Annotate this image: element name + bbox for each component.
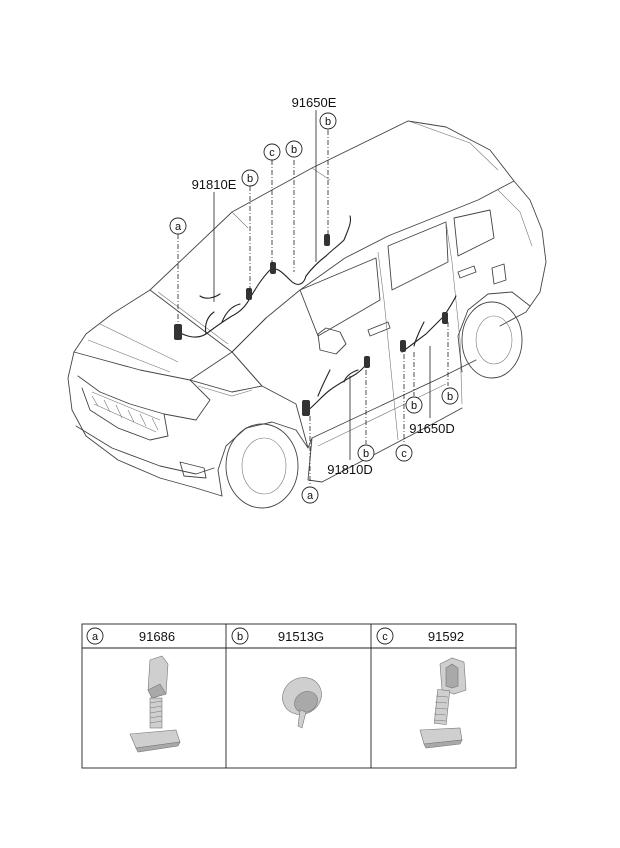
part-number-91592: 91592: [428, 629, 464, 644]
marker-c-2: c: [395, 444, 413, 462]
callout-91810E: 91810E: [192, 177, 237, 192]
callout-91810D: 91810D: [327, 462, 373, 477]
connector-a-front: [174, 324, 182, 340]
svg-text:b: b: [237, 631, 243, 643]
svg-text:c: c: [401, 448, 407, 460]
svg-text:b: b: [411, 400, 417, 412]
table-header-b: b 91513G: [231, 627, 324, 645]
marker-b-3: b: [319, 112, 337, 130]
grommet-91513G-illustration: [282, 677, 322, 729]
marker-b-6: b: [441, 387, 459, 405]
marker-c-1: c: [263, 143, 281, 161]
svg-text:b: b: [447, 391, 453, 403]
marker-a-top: a: [169, 217, 187, 235]
clip-91592-illustration: [419, 657, 467, 749]
svg-text:a: a: [307, 490, 314, 502]
svg-text:b: b: [325, 116, 331, 128]
vehicle-illustration: [67, 120, 547, 509]
marker-a-bottom: a: [301, 486, 319, 504]
svg-text:a: a: [92, 631, 99, 643]
svg-text:b: b: [247, 173, 253, 185]
leader-lines: [177, 110, 449, 486]
svg-text:a: a: [175, 221, 182, 233]
part-number-91686: 91686: [139, 629, 175, 644]
callout-91650E: 91650E: [292, 95, 337, 110]
marker-b-2: b: [285, 140, 303, 158]
clip-91686-illustration: [129, 655, 181, 753]
part-number-91513G: 91513G: [278, 629, 324, 644]
table-header-c: c 91592: [376, 627, 464, 645]
svg-text:c: c: [382, 631, 388, 643]
wiring-harnesses: [174, 215, 457, 416]
marker-b-1: b: [241, 169, 259, 187]
svg-text:b: b: [363, 448, 369, 460]
callout-91650D: 91650D: [409, 421, 455, 436]
svg-text:b: b: [291, 144, 297, 156]
table-header-a: a 91686: [86, 627, 175, 645]
marker-b-4: b: [357, 444, 375, 462]
marker-b-5: b: [405, 396, 423, 414]
parts-table: a 91686 b 91513G c 91592: [81, 623, 517, 769]
svg-text:c: c: [269, 147, 275, 159]
